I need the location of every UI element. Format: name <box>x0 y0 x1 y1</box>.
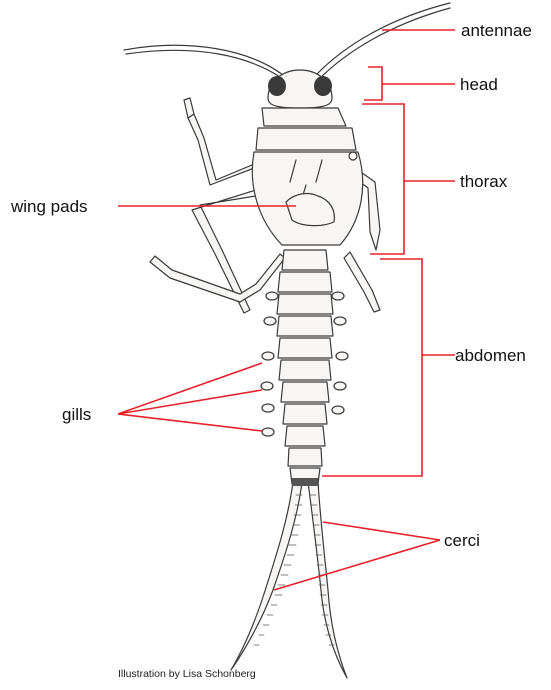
label-wing-pads: wing pads <box>10 197 88 216</box>
head-bracket <box>364 67 455 100</box>
label-antennae: antennae <box>461 21 532 40</box>
abdomen-drawing <box>277 250 333 486</box>
abdomen-bracket <box>322 259 455 476</box>
cerci-drawing <box>231 482 347 678</box>
antennae-drawing <box>124 3 450 80</box>
label-cerci: cerci <box>444 531 480 550</box>
label-abdomen: abdomen <box>455 346 526 365</box>
thorax-drawing <box>252 108 362 245</box>
cerci-leaders <box>274 522 440 590</box>
illustration-credit: Illustration by Lisa Schonberg <box>118 668 256 680</box>
label-head: head <box>460 75 498 94</box>
label-thorax: thorax <box>460 172 508 191</box>
gills-leaders <box>118 363 262 431</box>
label-gills: gills <box>62 405 91 424</box>
